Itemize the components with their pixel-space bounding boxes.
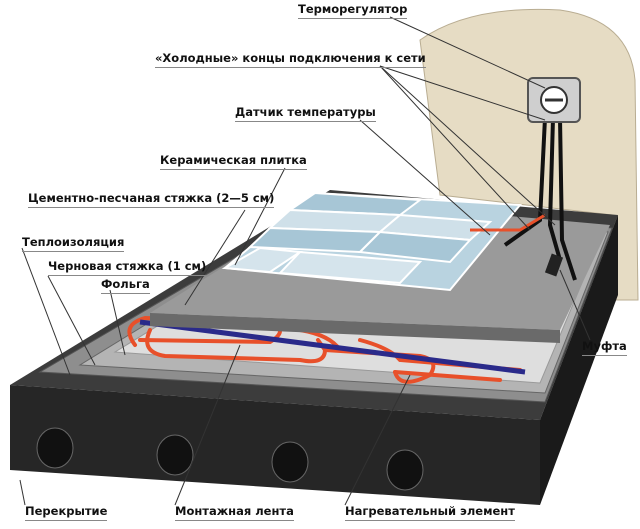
temperature-sensor-lead xyxy=(470,213,546,232)
label-insulation: Теплоизоляция xyxy=(22,236,125,252)
label-temperature-sensor: Датчик температуры xyxy=(235,106,376,122)
coupling xyxy=(544,253,564,277)
label-heating-element: Нагревательный элемент xyxy=(345,505,515,521)
label-cement-screed: Цементно-песчаная стяжка (2—5 см) xyxy=(28,192,275,208)
cold-ends xyxy=(503,117,577,281)
slab-hollow xyxy=(36,427,74,469)
mounting-tape xyxy=(139,319,526,375)
slab-hollows xyxy=(36,427,424,491)
label-foil: Фольга xyxy=(101,278,150,294)
label-coupling: Муфта xyxy=(582,340,627,356)
thermostat-device xyxy=(527,77,581,123)
label-thermostat: Терморегулятор xyxy=(298,3,408,19)
slab-hollow xyxy=(386,449,424,491)
label-floor-slab: Перекрытие xyxy=(25,505,108,521)
label-mounting-tape: Монтажная лента xyxy=(175,505,294,521)
floor-slab-side xyxy=(540,215,618,505)
wall xyxy=(419,8,639,301)
label-cold-ends: «Холодные» концы подключения к сети xyxy=(155,52,426,68)
label-ceramic-tile: Керамическая плитка xyxy=(160,154,307,170)
slab-hollow xyxy=(156,434,194,476)
cement-screed-front xyxy=(150,313,560,343)
leader-lines xyxy=(19,16,591,506)
ceramic-tiles xyxy=(221,191,523,292)
label-rough-screed: Черновая стяжка (1 см) xyxy=(48,260,207,276)
slab-hollow xyxy=(271,441,309,483)
